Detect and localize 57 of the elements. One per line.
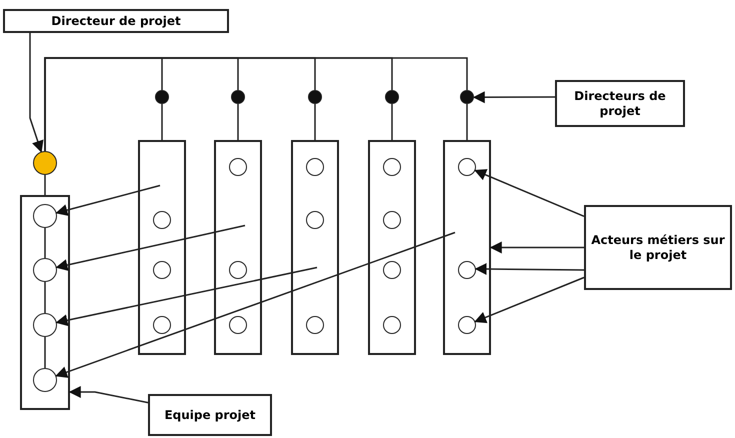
arrow [474, 169, 584, 217]
connector-line [44, 228, 46, 258]
junction-dot [155, 90, 169, 104]
arrow [56, 224, 246, 271]
arrow [490, 242, 584, 254]
member-circle [229, 316, 247, 334]
callout-box: Equipe projet [148, 394, 272, 436]
connector-line [44, 282, 46, 313]
connector-line [314, 104, 316, 140]
connector-line [161, 104, 163, 140]
arrow [55, 232, 456, 378]
member-circle [153, 261, 171, 279]
callout-box: Directeurs de projet [555, 80, 685, 127]
member-circle [306, 211, 324, 229]
leader-circle [33, 151, 57, 175]
arrow [55, 184, 160, 216]
connector-line [44, 175, 46, 195]
member-circle [229, 158, 247, 176]
connector-line [391, 104, 393, 140]
team-column [214, 140, 262, 355]
callout-box: Acteurs métiers sur le projet [584, 205, 732, 290]
member-circle [458, 158, 476, 176]
team-column [443, 140, 491, 355]
arrow [56, 266, 318, 326]
junction-dot [231, 90, 245, 104]
connector-line [44, 57, 468, 151]
connector-line [237, 104, 239, 140]
arrow [474, 276, 584, 324]
member-circle [33, 368, 57, 392]
member-circle [306, 316, 324, 334]
junction-dot [460, 90, 474, 104]
arrow [474, 263, 584, 275]
connector-line [466, 104, 468, 140]
team-column [138, 140, 186, 355]
junction-dot [308, 90, 322, 104]
member-circle [383, 158, 401, 176]
team-column [291, 140, 339, 355]
team-column [20, 195, 70, 410]
connector-line [44, 337, 46, 368]
arrow [29, 33, 44, 153]
arrow [68, 386, 148, 404]
member-circle [229, 261, 247, 279]
member-circle [383, 261, 401, 279]
member-circle [306, 158, 324, 176]
member-circle [153, 211, 171, 229]
member-circle [383, 211, 401, 229]
member-circle [458, 316, 476, 334]
member-circle [458, 261, 476, 279]
member-circle [33, 204, 57, 228]
member-circle [153, 316, 171, 334]
member-circle [33, 313, 57, 337]
team-column [368, 140, 416, 355]
callout-box: Directeur de projet [3, 9, 229, 33]
arrow [472, 91, 555, 104]
member-circle [383, 316, 401, 334]
member-circle [33, 258, 57, 282]
junction-dot [385, 90, 399, 104]
